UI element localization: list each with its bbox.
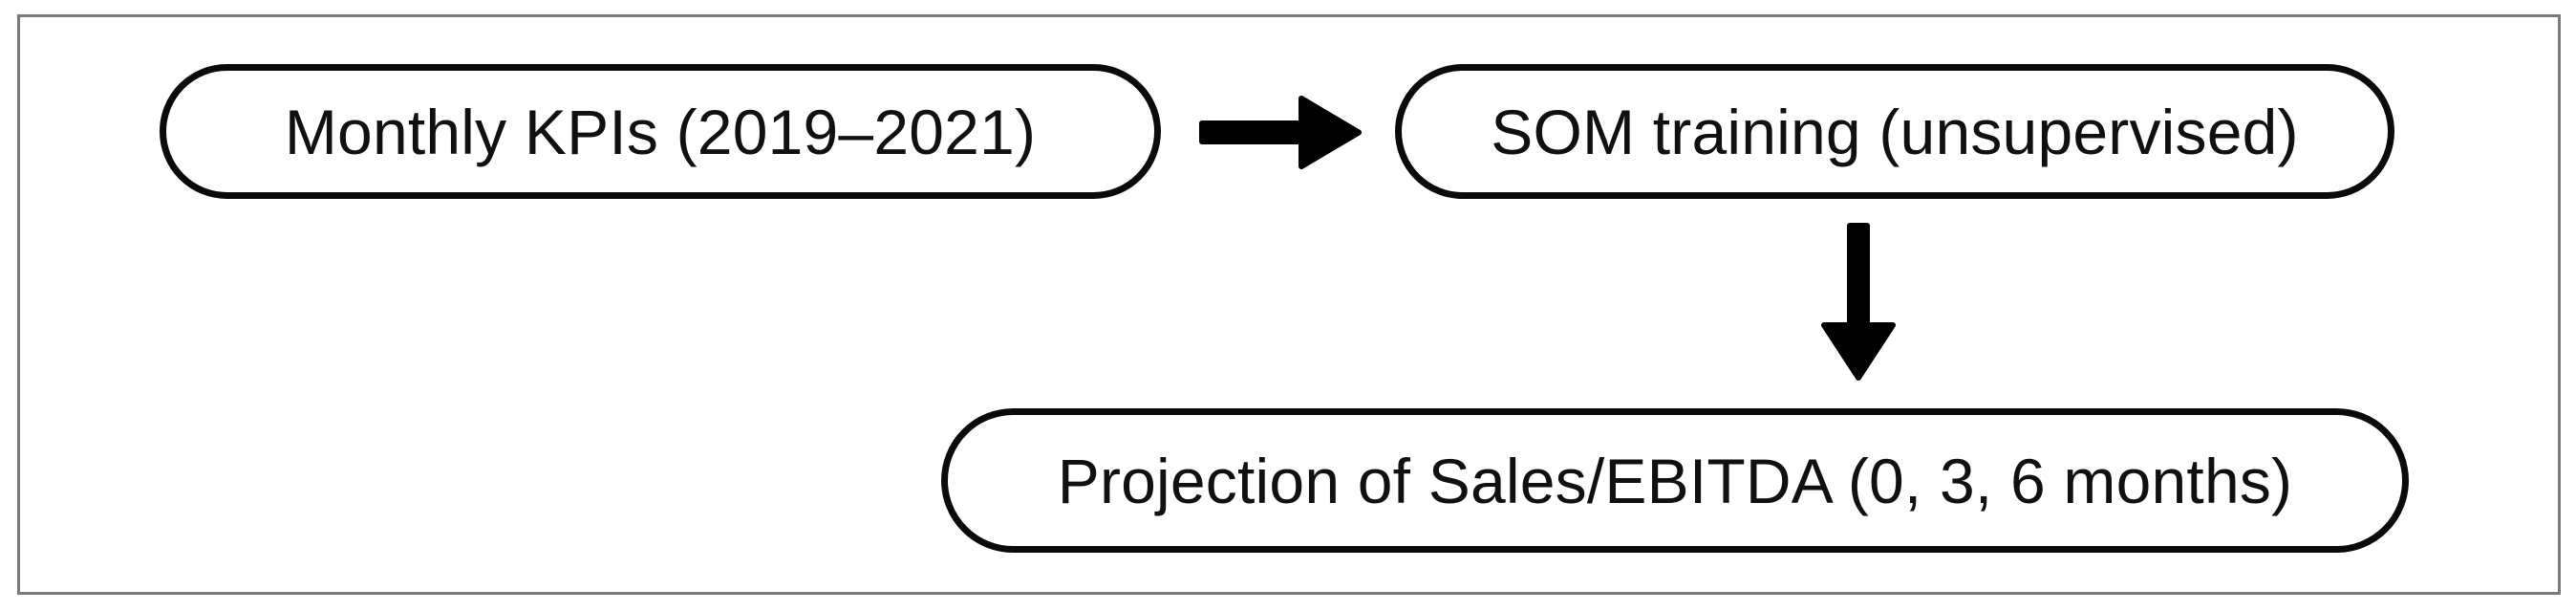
arrow-right-icon (1194, 92, 1366, 173)
arrow-down-glyph (1821, 223, 1896, 381)
node-som-training-label: SOM training (unsupervised) (1491, 96, 2299, 167)
arrow-down-icon (1811, 218, 1906, 385)
node-projection-sales-ebitda-label: Projection of Sales/EBITDA (0, 3, 6 mont… (1057, 445, 2293, 516)
node-projection-sales-ebitda[interactable]: Projection of Sales/EBITDA (0, 3, 6 mont… (941, 408, 2409, 553)
node-monthly-kpis[interactable]: Monthly KPIs (2019–2021) (160, 64, 1161, 199)
node-monthly-kpis-label: Monthly KPIs (2019–2021) (284, 96, 1037, 167)
node-som-training[interactable]: SOM training (unsupervised) (1395, 64, 2394, 199)
arrow-right-glyph (1199, 96, 1362, 169)
